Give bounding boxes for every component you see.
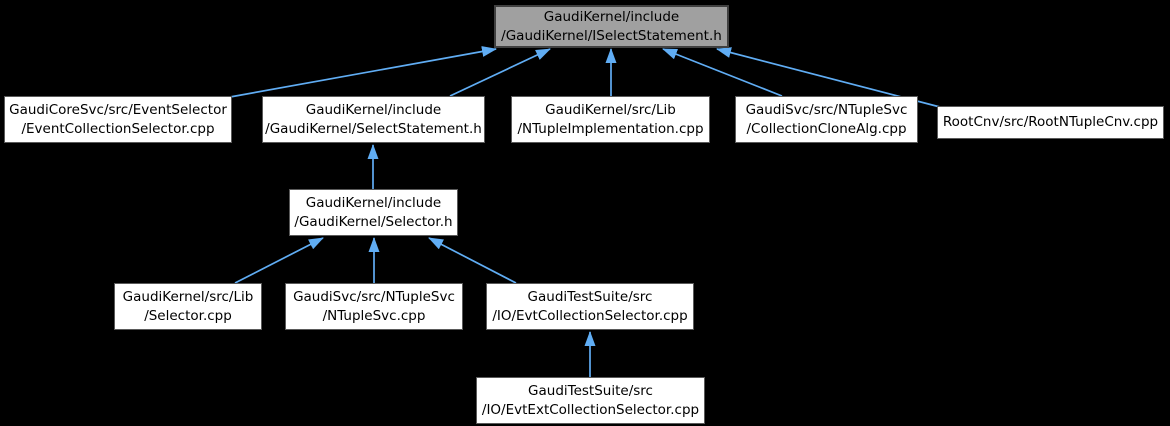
- node-ntuplesvc-cpp[interactable]: GaudiSvc/src/NTupleSvc /NTupleSvc.cpp: [285, 283, 463, 330]
- node-label-line: /GaudiKernel/SelectStatement.h: [265, 120, 482, 137]
- node-label-line: GaudiSvc/src/NTupleSvc: [745, 101, 908, 118]
- edge-evtcollectionselector-to-selector-h: [428, 237, 517, 284]
- node-label-line: GaudiTestSuite/src: [527, 288, 653, 305]
- node-label-line: GaudiKernel/include: [543, 8, 680, 25]
- edge-selector-cpp-to-selector-h: [234, 237, 324, 284]
- node-iselectstatement-h: GaudiKernel/include /GaudiKernel/ISelect…: [494, 5, 729, 48]
- edge-collectionclonealg-to-iselectstatement: [662, 48, 783, 97]
- node-collectionclonealg-cpp[interactable]: GaudiSvc/src/NTupleSvc /CollectionCloneA…: [735, 96, 918, 143]
- node-label-line: GaudiKernel/include: [305, 101, 442, 118]
- node-label-line: /EventCollectionSelector.cpp: [21, 120, 215, 137]
- node-label-line: /Selector.cpp: [144, 307, 232, 324]
- node-label-line: RootCnv/src/RootNTupleCnv.cpp: [942, 114, 1159, 130]
- node-label-line: GaudiSvc/src/NTupleSvc: [293, 288, 455, 305]
- node-ntupleimplementation-cpp[interactable]: GaudiKernel/src/Lib /NTupleImplementatio…: [511, 96, 710, 143]
- edge-eventcollectionselector-to-iselectstatement: [229, 46, 497, 98]
- node-label-line: /NTupleSvc.cpp: [322, 307, 426, 324]
- edge-selectstatement-to-iselectstatement: [449, 48, 551, 97]
- node-rootntuplecnv-cpp[interactable]: RootCnv/src/RootNTupleCnv.cpp: [937, 106, 1164, 139]
- node-label-line: /IO/EvtCollectionSelector.cpp: [492, 307, 688, 324]
- node-selector-h[interactable]: GaudiKernel/include /GaudiKernel/Selecto…: [289, 189, 458, 236]
- node-label-line: GaudiCoreSvc/src/EventSelector: [9, 101, 227, 118]
- node-label-line: GaudiKernel/src/Lib: [545, 101, 676, 118]
- node-selectstatement-h[interactable]: GaudiKernel/include /GaudiKernel/SelectS…: [262, 96, 485, 143]
- node-evtextcollectionselector-cpp[interactable]: GaudiTestSuite/src /IO/EvtExtCollectionS…: [476, 377, 705, 424]
- node-eventcollectionselector-cpp[interactable]: GaudiCoreSvc/src/EventSelector /EventCol…: [4, 96, 232, 143]
- node-evtcollectionselector-cpp[interactable]: GaudiTestSuite/src /IO/EvtCollectionSele…: [486, 283, 694, 330]
- node-selector-cpp[interactable]: GaudiKernel/src/Lib /Selector.cpp: [114, 283, 262, 330]
- node-label-line: GaudiTestSuite/src: [528, 382, 653, 399]
- node-label-line: /GaudiKernel/Selector.h: [294, 213, 453, 230]
- node-label-line: /IO/EvtExtCollectionSelector.cpp: [481, 401, 700, 418]
- node-label-line: GaudiKernel/include: [305, 194, 442, 211]
- node-label-line: /NTupleImplementation.cpp: [517, 120, 704, 137]
- node-label-line: GaudiKernel/src/Lib: [122, 288, 254, 305]
- node-label-line: /GaudiKernel/ISelectStatement.h: [501, 27, 722, 44]
- node-label-line: /CollectionCloneAlg.cpp: [746, 120, 907, 137]
